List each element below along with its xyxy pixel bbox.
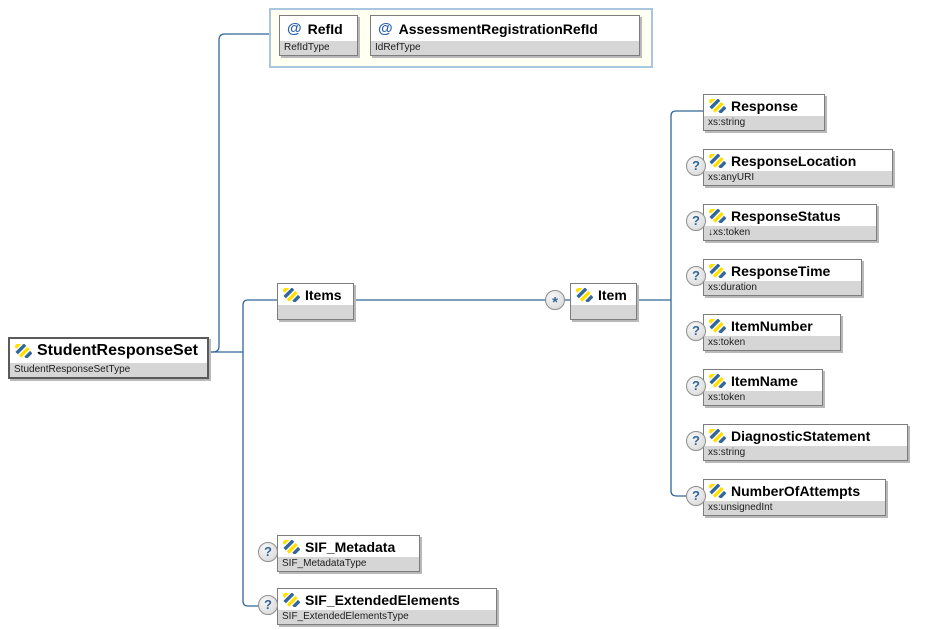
element-type: StudentResponseSetType <box>10 363 207 377</box>
element-type: xs:string <box>704 116 824 130</box>
element-label: SIF_Metadata <box>305 538 396 555</box>
element-icon <box>576 287 593 302</box>
optional-indicator: ? <box>686 266 706 286</box>
attribute-at-icon: @ <box>287 20 302 37</box>
element-node-items[interactable]: Items <box>277 283 354 320</box>
element-icon <box>709 208 726 223</box>
element-icon <box>709 263 726 278</box>
element-icon <box>709 153 726 168</box>
element-type <box>571 305 636 319</box>
element-icon <box>709 428 726 443</box>
element-node-studentresponseset[interactable]: StudentResponseSet StudentResponseSetTyp… <box>8 337 209 379</box>
element-node-diagnosticstatement[interactable]: DiagnosticStatement xs:string <box>703 424 908 461</box>
attribute-at-icon: @ <box>378 20 393 37</box>
element-icon <box>709 98 726 113</box>
element-type: xs:unsignedInt <box>704 501 885 515</box>
attributes-group: @ RefId RefIdType @ AssessmentRegistrati… <box>269 8 653 68</box>
element-node-responselocation[interactable]: ResponseLocation xs:anyURI <box>703 149 893 186</box>
element-node-itemname[interactable]: ItemName xs:token <box>703 369 823 406</box>
attribute-type: RefIdType <box>280 41 357 55</box>
attribute-label: AssessmentRegistrationRefId <box>398 20 598 37</box>
attribute-node-refid[interactable]: @ RefId RefIdType <box>279 15 358 56</box>
optional-indicator: ? <box>258 542 278 562</box>
element-icon <box>15 344 32 358</box>
element-type: SIF_MetadataType <box>278 557 419 571</box>
repeat-indicator: * <box>545 290 565 311</box>
element-node-item[interactable]: Item <box>570 283 637 320</box>
optional-indicator: ? <box>686 156 706 176</box>
element-icon <box>709 318 726 333</box>
element-node-numberofattempts[interactable]: NumberOfAttempts xs:unsignedInt <box>703 479 886 516</box>
attribute-type: IdRefType <box>371 41 639 55</box>
element-icon <box>709 483 726 498</box>
element-icon <box>283 592 300 607</box>
element-type: xs:token <box>704 391 822 405</box>
element-node-response[interactable]: Response xs:string <box>703 94 825 131</box>
element-label: ItemNumber <box>731 317 813 334</box>
element-label: Response <box>731 97 798 114</box>
attribute-node-assessment-registration-refid[interactable]: @ AssessmentRegistrationRefId IdRefType <box>370 15 640 56</box>
element-type: xs:duration <box>704 281 861 295</box>
optional-indicator: ? <box>258 595 278 615</box>
element-icon <box>283 287 300 302</box>
element-icon <box>709 373 726 388</box>
element-type <box>278 305 353 319</box>
element-node-sif-metadata[interactable]: SIF_Metadata SIF_MetadataType <box>277 535 420 572</box>
element-label: ResponseTime <box>731 262 831 279</box>
element-node-itemnumber[interactable]: ItemNumber xs:token <box>703 314 841 351</box>
element-label: ResponseLocation <box>731 152 857 169</box>
element-label: ItemName <box>731 372 798 389</box>
element-type: xs:anyURI <box>704 171 892 185</box>
element-label: NumberOfAttempts <box>731 482 861 499</box>
element-label: Item <box>598 286 627 303</box>
element-node-sif-extendedelements[interactable]: SIF_ExtendedElements SIF_ExtendedElement… <box>277 588 497 625</box>
attribute-label: RefId <box>307 20 343 37</box>
element-icon <box>283 539 300 554</box>
optional-indicator: ? <box>686 376 706 396</box>
optional-indicator: ? <box>686 486 706 506</box>
element-type: ↓xs:token <box>704 226 876 240</box>
element-label: StudentResponseSet <box>37 342 198 359</box>
element-node-responsetime[interactable]: ResponseTime xs:duration <box>703 259 862 296</box>
optional-indicator: ? <box>686 211 706 231</box>
element-type: xs:token <box>704 336 840 350</box>
optional-indicator: ? <box>686 321 706 341</box>
element-type: SIF_ExtendedElementsType <box>278 610 496 624</box>
element-label: Items <box>305 286 342 303</box>
optional-indicator: ? <box>686 431 706 451</box>
element-label: ResponseStatus <box>731 207 841 224</box>
element-type: xs:string <box>704 446 907 460</box>
element-label: DiagnosticStatement <box>731 427 871 444</box>
element-node-responsestatus[interactable]: ResponseStatus ↓xs:token <box>703 204 877 241</box>
element-label: SIF_ExtendedElements <box>305 591 460 608</box>
